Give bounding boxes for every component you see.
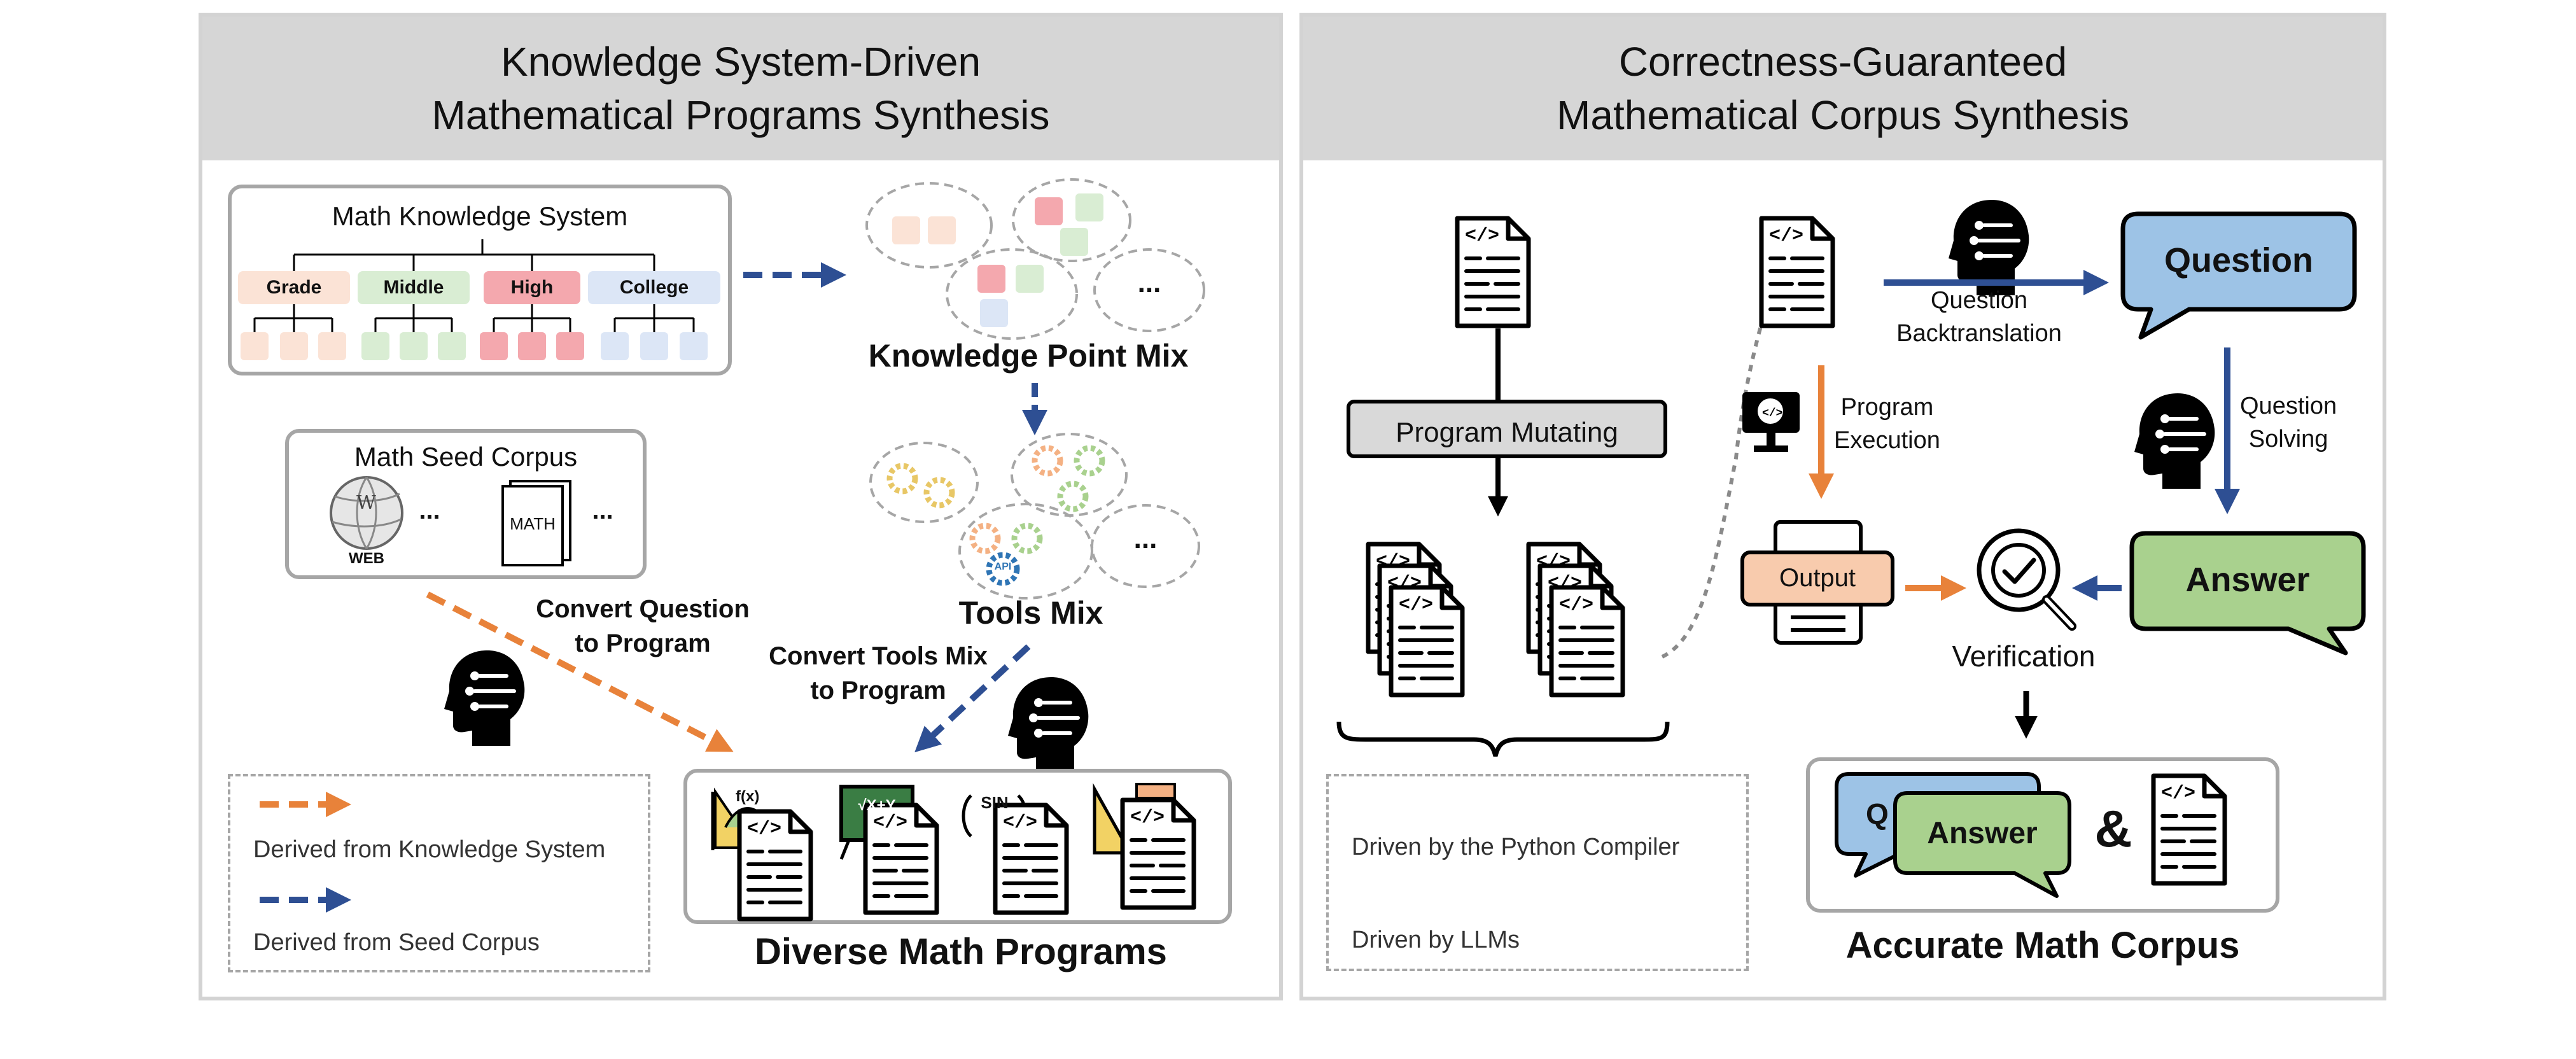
math-doc-label: MATH <box>510 514 556 533</box>
right-panel-title-line1: Correctness-Guaranteed <box>1618 39 2068 85</box>
accurate-corpus-label: Accurate Math Corpus <box>1845 925 2240 966</box>
convert-question-line2: to Program <box>575 629 711 657</box>
backtranslation-line1: Question <box>1930 287 2028 314</box>
result-ampersand: & <box>2094 800 2132 858</box>
convert-question-line1: Convert Question <box>536 595 750 623</box>
program-mutating-box: Program Mutating <box>1347 400 1667 458</box>
api-gear-label: API <box>994 561 1012 572</box>
convert-tools-line2: to Program <box>810 677 946 705</box>
result-answer-bubble <box>1893 791 2071 898</box>
backtranslation-label: Question Backtranslation <box>1858 284 2100 350</box>
level-middle: Middle <box>358 271 470 304</box>
left-panel-title-line1: Knowledge System-Driven <box>500 39 981 85</box>
kp-ellipsis: ... <box>1137 267 1161 298</box>
svg-text:</>: </> <box>1762 407 1782 420</box>
question-bubble <box>2120 211 2357 340</box>
answer-bubble-label: Answer <box>2185 561 2310 599</box>
convert-tools-label: Convert Tools Mix to Program <box>738 639 1018 708</box>
legend-llms-label: Driven by LLMs <box>1352 927 1520 953</box>
web-label: WEB <box>349 550 384 567</box>
svg-text:W: W <box>356 492 376 514</box>
tools-ellipsis: ... <box>1133 523 1158 554</box>
level-college: College <box>588 271 720 304</box>
execution-line1: Program <box>1840 394 1934 421</box>
right-legend-box <box>1326 774 1749 971</box>
right-panel-title-line2: Mathematical Corpus Synthesis <box>1557 92 2129 138</box>
convert-question-label: Convert Question to Program <box>509 592 776 661</box>
left-panel-title-line2: Mathematical Programs Synthesis <box>431 92 1050 138</box>
verification-magnifier-icon <box>1977 528 2076 631</box>
result-question-partial: Q <box>1866 797 1889 831</box>
question-bubble-label: Question <box>2164 241 2313 279</box>
legend-seed-label: Derived from Seed Corpus <box>253 929 540 956</box>
seed-ellipsis-2: ... <box>592 496 613 524</box>
solving-line1: Question <box>2240 393 2337 419</box>
arrow-tools-to-programs <box>914 644 1031 753</box>
verification-label: Verification <box>1952 640 2096 673</box>
result-answer-label: Answer <box>1927 817 2038 850</box>
math-doc-icon <box>501 480 571 566</box>
arrow-seed-to-programs <box>426 591 734 752</box>
programs-label: Diverse Math Programs <box>755 931 1167 972</box>
knowledge-system-title: Math Knowledge System <box>332 201 628 231</box>
result-program-icon <box>2153 776 2225 883</box>
wikipedia-globe-icon: W <box>330 476 403 550</box>
backtranslation-line2: Backtranslation <box>1896 320 2062 347</box>
legend-compiler-label: Driven by the Python Compiler <box>1352 834 1680 860</box>
tools-mix-label: Tools Mix <box>958 595 1103 631</box>
left-panel-header: Knowledge System-Driven Mathematical Pro… <box>202 17 1279 160</box>
execution-label: Program Execution <box>1834 391 1940 457</box>
output-label: Output <box>1779 564 1856 592</box>
board-label: √X+Y <box>858 797 896 814</box>
knowledge-leaf-nodes <box>241 332 708 360</box>
solving-label: Question Solving <box>2240 389 2337 456</box>
arrow-to-selected-program <box>1661 273 1780 659</box>
execution-line2: Execution <box>1834 427 1940 454</box>
level-high: High <box>484 271 580 304</box>
output-doc-icon <box>1740 520 1894 645</box>
right-panel-header: Correctness-Guaranteed Mathematical Corp… <box>1303 17 2383 160</box>
fx-label: f(x) <box>736 788 760 805</box>
seed-ellipsis-1: ... <box>419 496 440 524</box>
compiler-monitor-icon: </> <box>1742 392 1800 452</box>
level-grade: Grade <box>238 271 350 304</box>
sin-label: SIN <box>981 793 1009 812</box>
knowledge-point-mix-label: Knowledge Point Mix <box>868 338 1189 374</box>
legend-knowledge-label: Derived from Knowledge System <box>253 836 606 863</box>
answer-bubble <box>2129 531 2366 656</box>
convert-tools-line1: Convert Tools Mix <box>769 642 988 670</box>
program-group-brace <box>1336 721 1670 757</box>
solving-line2: Solving <box>2248 426 2328 452</box>
seed-corpus-title: Math Seed Corpus <box>354 442 578 472</box>
